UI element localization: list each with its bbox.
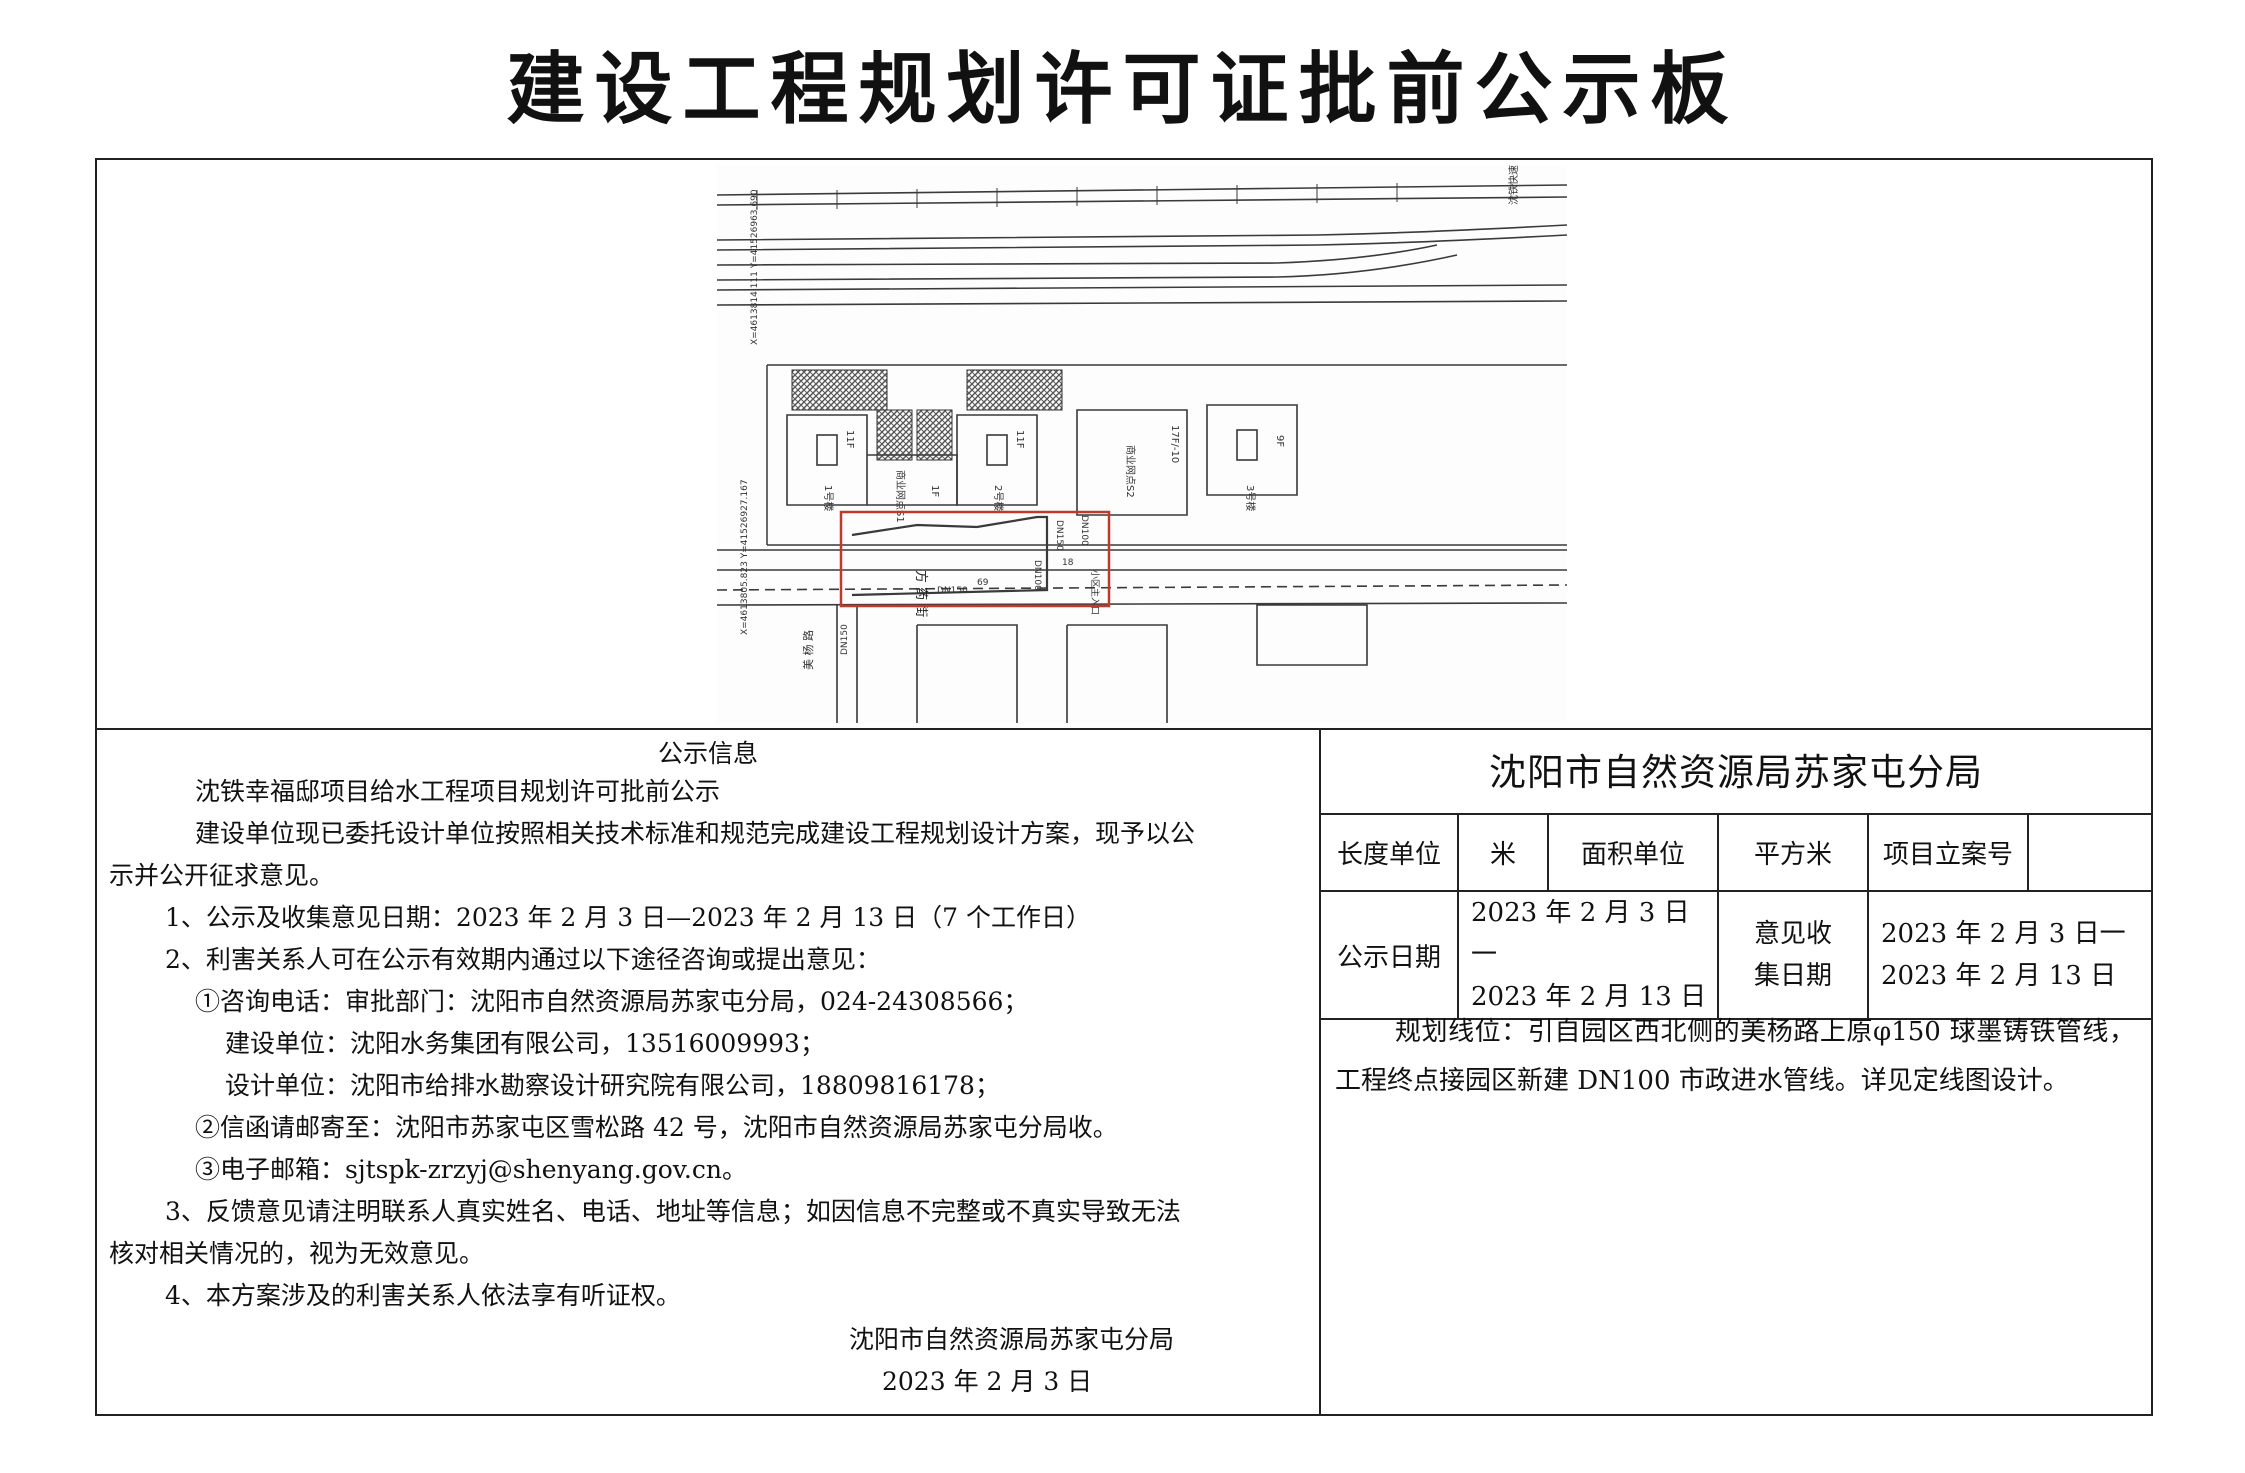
hatched-block-1 — [791, 369, 888, 411]
pipe-dn150-b: DN150 — [1054, 520, 1064, 551]
road-fangyao-label: 方 药 街 — [913, 570, 929, 617]
planned-route-description: 规划线位：引自园区西北侧的美杨路上原φ150 球墨铸铁管线，工程终点接园区新建 … — [1335, 1017, 2135, 1096]
opinion-date-value: 2023 年 2 月 3 日一 2023 年 2 月 13 日 — [1867, 890, 2151, 1020]
intro-line-2: 示并公开征求意见。 — [109, 861, 335, 890]
item-2-designer: 设计单位：沈阳市给排水勘察设计研究院有限公司，18809816178； — [225, 1071, 1000, 1100]
building-outlines — [786, 404, 1298, 516]
site-plan-drawing: 沈铁快速客运专线 X=4613814.111 Y=41526963.690 — [717, 165, 1567, 723]
pub-date-line-2: 2023 年 2 月 13 日 — [1471, 982, 1707, 1012]
pipe-dn150-a: DN150 — [937, 586, 968, 596]
signature-org: 沈阳市自然资源局苏家屯分局 — [849, 1325, 1175, 1354]
pub-date-value: 2023 年 2 月 3 日一 2023 年 2 月 13 日 — [1457, 890, 1719, 1020]
notice-board-frame: 沈铁快速客运专线 X=4613814.111 Y=41526963.690 — [95, 158, 2153, 1416]
area-unit-label: 面积单位 — [1547, 815, 1719, 892]
hatched-block-4 — [916, 409, 953, 461]
length-69: 69 — [977, 578, 989, 588]
xy-top-label: X=4613814.111 Y=41526963.690 — [750, 189, 760, 345]
hatched-block-2 — [966, 369, 1063, 411]
rail-label: 沈铁快速客运专线 — [1507, 165, 1520, 205]
pipe-dn100-b: DN100 — [1079, 515, 1089, 546]
floors-11f-a: 11F — [844, 430, 855, 449]
notice-info-panel: 公示信息 沈铁幸福邸项目给水工程项目规划许可批前公示 建设单位现已委托设计单位按… — [97, 730, 1321, 1414]
signature-date: 2023 年 2 月 3 日 — [882, 1367, 1093, 1396]
project-no-value — [2027, 815, 2151, 892]
length-unit-label: 长度单位 — [1321, 815, 1459, 892]
project-no-label: 项目立案号 — [1867, 815, 2029, 892]
length-18: 18 — [1062, 558, 1074, 568]
opinion-date-line-1: 2023 年 2 月 3 日一 — [1881, 919, 2126, 949]
property-boundary — [766, 364, 1567, 546]
item-2: 2、利害关系人可在公示有效期内通过以下途径咨询或提出意见： — [165, 945, 881, 974]
pub-date-label: 公示日期 — [1321, 890, 1459, 1020]
plan-background — [717, 165, 1567, 723]
project-title: 沈铁幸福邸项目给水工程项目规划许可批前公示 — [195, 777, 721, 806]
shop-s2-label: 商业网点S2 — [1124, 445, 1137, 498]
area-unit-value: 平方米 — [1717, 815, 1869, 892]
pub-date-line-1: 2023 年 2 月 3 日一 — [1471, 898, 1690, 970]
item-2-builder: 建设单位：沈阳水务集团有限公司，13516009993； — [225, 1029, 825, 1058]
floors-9f: 9F — [1274, 435, 1285, 447]
pipe-dn150-c: DN150 — [840, 624, 850, 655]
building-2-label: 2号楼 — [992, 485, 1005, 511]
agency-panel: 沈阳市自然资源局苏家屯分局 长度单位 米 面积单位 平方米 项目立案号 公示日期… — [1321, 730, 2151, 1414]
railway-lines — [717, 184, 1567, 306]
road-meiyang-label: 美 杨 路 — [801, 630, 815, 670]
floors-1f: 1F — [929, 485, 940, 497]
item-3-line-1: 3、反馈意见请注明联系人真实姓名、电话、地址等信息；如因信息不完整或不真实导致无… — [165, 1197, 1181, 1226]
main-entrance-label: 小区主入口 — [1089, 570, 1101, 615]
length-unit-value: 米 — [1457, 815, 1549, 892]
hatched-block-3 — [876, 409, 913, 461]
floors-17f: 17F/-10 — [1169, 425, 1180, 463]
opinion-date-label: 意见收 集日期 — [1717, 890, 1869, 1020]
item-2-email: ③电子邮箱：sjtspk-zrzyj@shenyang.gov.cn。 — [195, 1155, 747, 1184]
site-plan-area: 沈铁快速客运专线 X=4613814.111 Y=41526963.690 — [97, 160, 2151, 730]
floors-11f-b: 11F — [1014, 430, 1025, 449]
agency-name: 沈阳市自然资源局苏家屯分局 — [1321, 730, 2151, 815]
pipe-dn100-label: DN100 — [1032, 560, 1042, 591]
notice-heading: 公示信息 — [657, 739, 758, 768]
road-lines — [717, 549, 1567, 723]
item-2-phone: ①咨询电话：审批部门：沈阳市自然资源局苏家屯分局，024-24308566； — [195, 987, 1029, 1016]
board-title: 建设工程规划许可证批前公示板 — [506, 45, 1739, 135]
highlight-box — [839, 510, 1111, 608]
opinion-label-line-1: 意见收 — [1753, 919, 1832, 949]
permit-info-table: 长度单位 米 面积单位 平方米 项目立案号 公示日期 2023 年 2 月 3 … — [1321, 815, 2151, 1020]
item-2-mail: ②信函请邮寄至：沈阳市苏家屯区雪松路 42 号，沈阳市自然资源局苏家屯分局收。 — [195, 1113, 1118, 1142]
item-3-line-2: 核对相关情况的，视为无效意见。 — [109, 1239, 485, 1268]
planned-pipeline — [851, 515, 1049, 597]
building-3-label: 3号楼 — [1244, 485, 1257, 511]
opinion-date-line-2: 2023 年 2 月 13 日 — [1881, 961, 2117, 991]
item-4: 4、本方案涉及的利害关系人依法享有听证权。 — [165, 1281, 681, 1310]
intro-line-1: 建设单位现已委托设计单位按照相关技术标准和规范完成建设工程规划设计方案，现予以公 — [195, 819, 1196, 848]
xy-bottom-label: X=4613805.823 Y=41526927.167 — [740, 479, 750, 635]
shop-s1-label: 商业网点S1 — [894, 470, 907, 523]
building-1-label: 1号楼 — [822, 485, 835, 511]
rail-ties — [756, 183, 1398, 210]
item-1: 1、公示及收集意见日期：2023 年 2 月 3 日—2023 年 2 月 13… — [165, 903, 1092, 932]
opinion-label-line-2: 集日期 — [1753, 961, 1832, 991]
